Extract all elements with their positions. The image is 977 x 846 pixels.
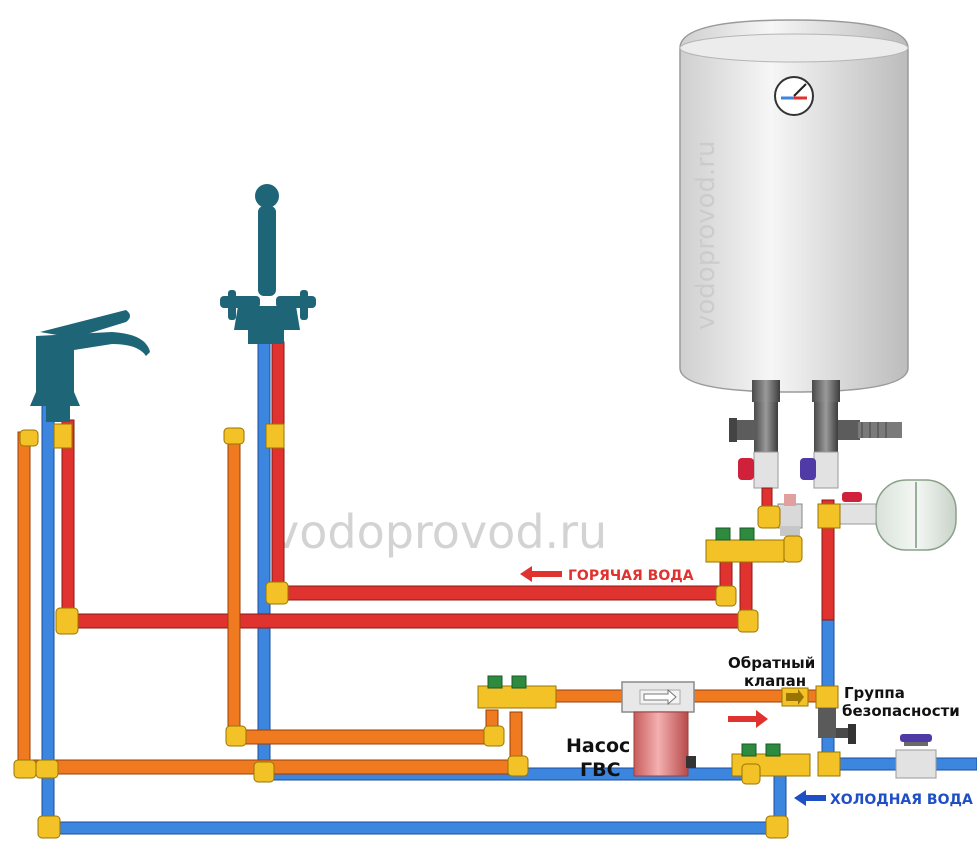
svg-text:ГВС: ГВС	[580, 759, 621, 781]
thermometer-gauge-icon	[774, 76, 814, 116]
pump-label: Насос ГВС	[566, 735, 630, 781]
svg-text:ГОРЯЧАЯ ВОДА: ГОРЯЧАЯ ВОДА	[568, 568, 694, 584]
tank-hot-outlet-stub	[752, 380, 780, 402]
hot-outlet-tee	[729, 402, 778, 452]
cold-inlet-tee	[814, 402, 902, 452]
tank-cold-inlet-stub	[812, 380, 840, 402]
brass-fittings	[13, 423, 841, 839]
single-lever-faucet-icon	[30, 310, 150, 422]
watermark-text: vodoprovod.ru	[272, 505, 607, 559]
two-handle-faucet-icon	[220, 184, 316, 344]
cold-inlet-ball-valve	[800, 451, 839, 489]
hot-water-arrow-icon	[520, 566, 562, 582]
return-flow-arrow-icon	[728, 710, 768, 728]
pump-flow-arrow-icon	[643, 688, 677, 706]
check-valve-arrow-icon	[786, 689, 804, 705]
cold-water-arrow-icon	[794, 790, 826, 806]
svg-text:Обратный: Обратный	[728, 654, 815, 672]
hot-water-label: ГОРЯЧАЯ ВОДА	[520, 566, 694, 584]
svg-text:ХОЛОДНАЯ ВОДА: ХОЛОДНАЯ ВОДА	[830, 792, 973, 808]
check-valve-label: Обратный клапан	[728, 654, 815, 690]
water-heater-tank: vodoprovod.ru	[679, 19, 909, 393]
dhw-circulation-pump	[621, 681, 696, 777]
svg-text:безопасности: безопасности	[842, 702, 960, 720]
svg-text:Насос: Насос	[566, 735, 630, 757]
thermostatic-mixing-valve	[777, 494, 803, 536]
return-pipes	[17, 429, 829, 775]
svg-text:клапан: клапан	[744, 672, 806, 690]
safety-group	[818, 708, 856, 744]
expansion-tank	[875, 479, 957, 551]
cold-water-label: ХОЛОДНАЯ ВОДА	[794, 790, 973, 808]
main-cold-ball-valve	[895, 734, 937, 779]
hot-outlet-ball-valve	[738, 451, 779, 489]
tank-watermark: vodoprovod.ru	[691, 141, 721, 330]
expansion-tank-valve	[835, 492, 877, 525]
safety-group-label: Группа безопасности	[842, 684, 960, 720]
svg-text:Группа: Группа	[844, 684, 905, 702]
